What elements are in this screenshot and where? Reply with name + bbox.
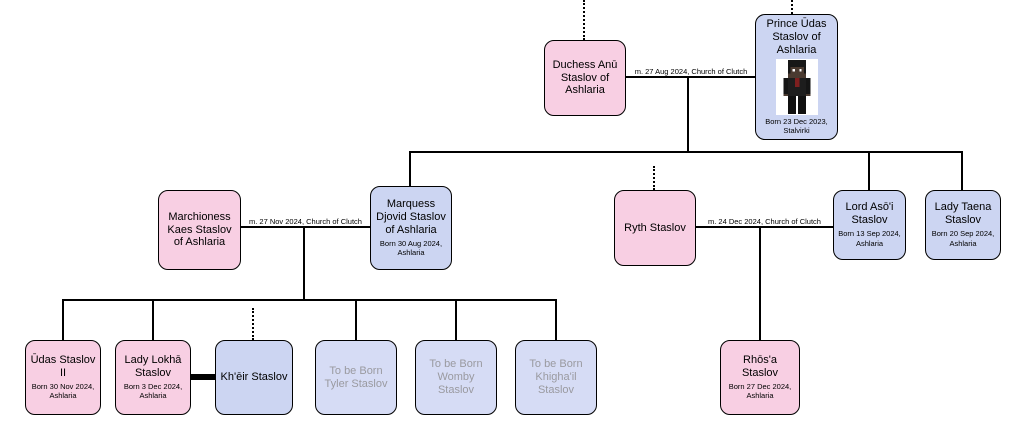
marriage-line-ryth-asoi — [696, 226, 833, 228]
descent-line-gen1 — [687, 76, 689, 152]
drop-line-udas-ii — [62, 299, 64, 341]
dotted-ancestor-line-prince-udas — [791, 0, 793, 14]
drop-line-lokha — [152, 299, 154, 341]
person-name: To be Born Womby Staslov — [429, 358, 483, 396]
person-birth: Born 23 Dec 2023, Stalvirki — [765, 116, 828, 136]
person-birth: Born 30 Aug 2024, Ashlaria — [379, 238, 443, 258]
person-node-lady-taena[interactable]: Lady Taena Staslov Born 20 Sep 2024, Ash… — [925, 190, 1001, 260]
person-birth: Born 13 Sep 2024, Ashlaria — [838, 229, 901, 248]
person-node-lady-lokha[interactable]: Lady Lokhā Staslov Born 3 Dec 2024, Ashl… — [115, 340, 191, 415]
person-name: Prince Ūdas Staslov of Ashlaria — [766, 18, 827, 56]
sibling-line-gen2 — [409, 151, 963, 153]
prince-udas-portrait-image — [775, 58, 818, 115]
person-node-udas-ii[interactable]: Ūdas Staslov II Born 30 Nov 2024, Ashlar… — [25, 340, 101, 415]
sibling-line-gen3 — [62, 299, 557, 301]
drop-line-asoi — [868, 151, 870, 191]
person-node-to-be-born-tyler[interactable]: To be Born Tyler Staslov — [315, 340, 397, 415]
person-name: Marchioness Kaes Staslov of Ashlaria — [167, 210, 232, 249]
person-node-kheir[interactable]: Kh'ēir Staslov — [215, 340, 293, 415]
person-birth: Born 3 Dec 2024, Ashlaria — [123, 381, 183, 401]
person-name: To be Born Khigha'il Staslov — [529, 358, 583, 396]
person-node-marchioness-kaes[interactable]: Marchioness Kaes Staslov of Ashlaria — [158, 190, 241, 270]
marriage-label-kaes-djovid: m. 27 Nov 2024, Church of Clutch — [249, 216, 362, 226]
person-name: Rhōs'a Staslov — [741, 353, 779, 379]
person-node-duchess-anu[interactable]: Duchess Anū Staslov of Ashlaria — [544, 40, 626, 116]
person-name: Duchess Anū Staslov of Ashlaria — [552, 58, 618, 97]
drop-line-womby — [455, 299, 457, 341]
person-name: Lady Lokhā Staslov — [124, 353, 182, 379]
marriage-line-kaes-djovid — [241, 226, 370, 228]
person-birth: Born 30 Nov 2024, Ashlaria — [31, 381, 95, 401]
dotted-ancestor-line-ryth — [653, 166, 655, 190]
person-node-ryth[interactable]: Ryth Staslov — [614, 190, 696, 266]
minecraft-character-icon — [783, 59, 810, 114]
person-name: Lord Asō'i Staslov — [845, 201, 894, 227]
person-name: Ryth Staslov — [624, 221, 686, 234]
drop-line-taena — [961, 151, 963, 191]
marriage-label-anu-udas: m. 27 Aug 2024, Church of Clutch — [634, 66, 748, 76]
drop-line-tyler — [355, 299, 357, 341]
person-node-to-be-born-khighail[interactable]: To be Born Khigha'il Staslov — [515, 340, 597, 415]
dotted-ancestor-line-duchess-anu — [583, 0, 585, 40]
dotted-ancestor-line-kheir — [252, 308, 254, 340]
person-name: Lady Taena Staslov — [934, 201, 992, 227]
marriage-line-anu-udas — [626, 76, 756, 78]
person-birth: Born 27 Dec 2024, Ashlaria — [728, 381, 792, 401]
person-name: To be Born Tyler Staslov — [324, 364, 388, 390]
descent-line-kaes-djovid — [303, 226, 305, 301]
drop-line-khighail — [555, 299, 557, 341]
person-node-lord-asoi[interactable]: Lord Asō'i Staslov Born 13 Sep 2024, Ash… — [833, 190, 906, 260]
person-name: Marquess Djovid Staslov of Ashlaria — [376, 197, 446, 236]
marriage-line-lokha-kheir — [191, 374, 215, 380]
person-name: Kh'ēir Staslov — [220, 371, 288, 384]
person-birth: Born 20 Sep 2024, Ashlaria — [931, 229, 995, 248]
marriage-label-ryth-asoi: m. 24 Dec 2024, Church of Clutch — [708, 216, 821, 226]
person-node-marquess-djovid[interactable]: Marquess Djovid Staslov of Ashlaria Born… — [370, 186, 452, 270]
person-node-rhosa[interactable]: Rhōs'a Staslov Born 27 Dec 2024, Ashlari… — [720, 340, 800, 415]
person-node-prince-udas[interactable]: Prince Ūdas Staslov of Ashlaria Born 23 … — [755, 14, 838, 140]
descent-line-ryth-asoi — [759, 226, 761, 341]
person-name: Ūdas Staslov II — [30, 353, 96, 379]
drop-line-djovid — [409, 151, 411, 187]
person-node-to-be-born-womby[interactable]: To be Born Womby Staslov — [415, 340, 497, 415]
